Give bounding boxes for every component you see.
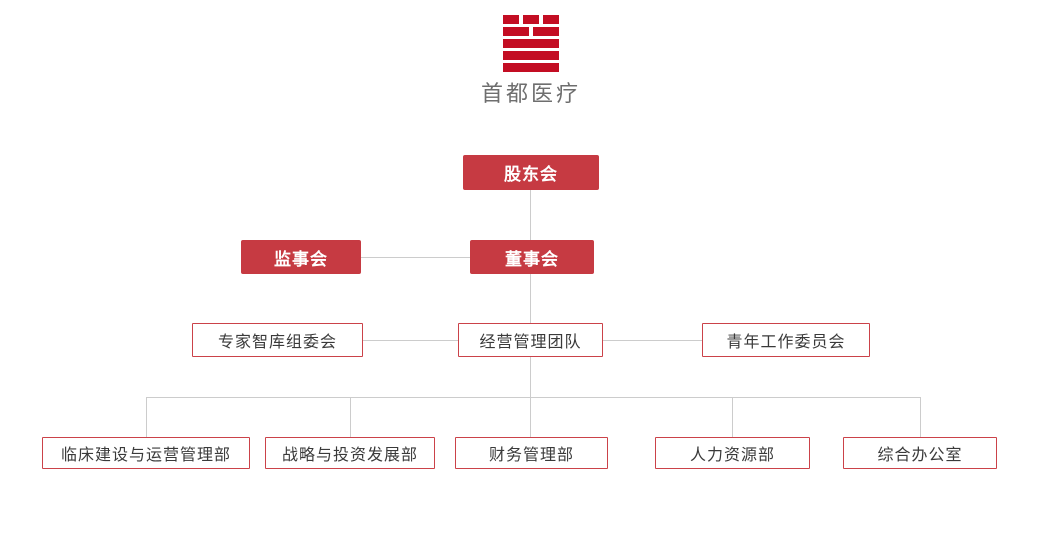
node-expert-think-tank-committee: 专家智库组委会 — [192, 323, 363, 357]
logo-brick-row — [503, 15, 559, 24]
logo-brick-row — [503, 39, 559, 48]
node-youth-work-committee: 青年工作委员会 — [702, 323, 870, 357]
connector-management-to-youth — [603, 340, 702, 341]
brand-name: 首都医疗 — [480, 82, 581, 107]
connector-supervisory-to-board — [361, 257, 470, 258]
connector-board-to-management — [530, 274, 531, 323]
connector-drop-hr — [732, 397, 733, 437]
logo-brick-row — [503, 63, 559, 72]
connector-departments-trunk — [146, 397, 920, 398]
node-clinical-construction-operations-dept: 临床建设与运营管理部 — [42, 437, 250, 469]
connector-thinktank-to-management — [363, 340, 458, 341]
node-strategy-investment-dept: 战略与投资发展部 — [265, 437, 435, 469]
connector-shareholders-to-board — [530, 190, 531, 240]
node-shareholders-meeting: 股东会 — [463, 155, 599, 190]
node-human-resources-dept: 人力资源部 — [655, 437, 810, 469]
connector-drop-finance — [530, 397, 531, 437]
node-general-office: 综合办公室 — [843, 437, 997, 469]
node-supervisory-board: 监事会 — [241, 240, 361, 274]
connector-management-to-trunk — [530, 357, 531, 397]
logo-brick-row — [503, 51, 559, 60]
connector-drop-general-office — [920, 397, 921, 437]
connector-drop-clinical — [146, 397, 147, 437]
node-finance-dept: 财务管理部 — [455, 437, 608, 469]
node-board-of-directors: 董事会 — [470, 240, 594, 274]
node-management-team: 经营管理团队 — [458, 323, 603, 357]
brick-hexagram-logo-icon — [503, 15, 559, 72]
logo-brick-row — [503, 27, 559, 36]
brand-logo: 首都医疗 — [481, 15, 578, 107]
connector-drop-strategy — [350, 397, 351, 437]
